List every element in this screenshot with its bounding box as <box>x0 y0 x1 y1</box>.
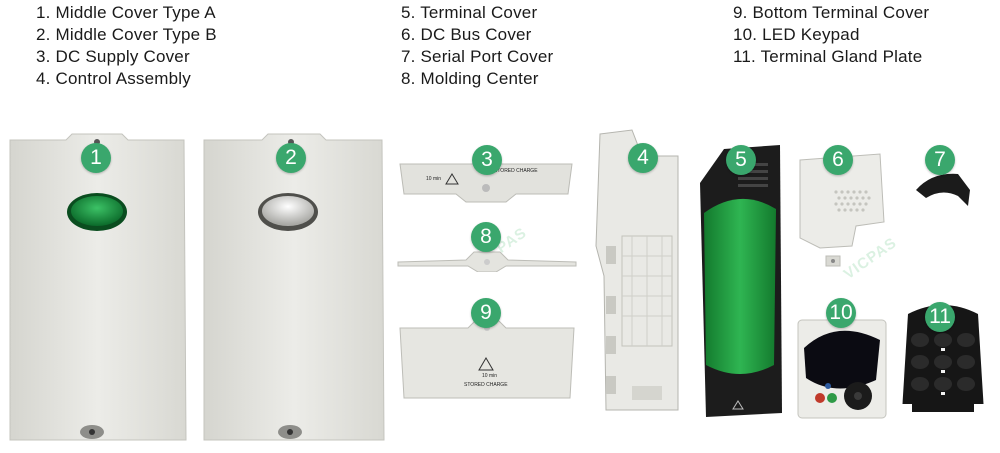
badge-9: 9 <box>471 298 501 328</box>
legend-item: 5. Terminal Cover <box>401 3 538 22</box>
dc-supply-cover: 10 min STORED CHARGE <box>396 152 576 204</box>
terminal-cover <box>694 143 784 421</box>
badge-10: 10 <box>826 298 856 328</box>
legend-column-2: 5. Terminal Cover 6. DC Bus Cover 7. Ser… <box>401 2 553 90</box>
warning-label: 10 min <box>482 373 498 379</box>
badge-1: 1 <box>81 143 111 173</box>
badge-7: 7 <box>925 145 955 175</box>
legend-item: 9. Bottom Terminal Cover <box>733 3 930 22</box>
badge-11: 11 <box>925 302 955 332</box>
middle-cover-type-a <box>6 130 188 448</box>
legend-item: 4. Control Assembly <box>36 69 191 88</box>
legend-item: 1. Middle Cover Type A <box>36 3 216 22</box>
badge-6: 6 <box>823 145 853 175</box>
serial-port-cover <box>912 160 974 210</box>
warning-label: 10 min <box>426 176 442 182</box>
badge-2: 2 <box>276 143 306 173</box>
legend-item: 7. Serial Port Cover <box>401 47 554 66</box>
legend-item: 11. Terminal Gland Plate <box>733 47 923 66</box>
legend-column-1: 1. Middle Cover Type A 2. Middle Cover T… <box>36 2 217 90</box>
legend-item: 6. DC Bus Cover <box>401 25 532 44</box>
badge-8: 8 <box>471 222 501 252</box>
badge-4: 4 <box>628 143 658 173</box>
middle-cover-type-b <box>200 130 386 448</box>
legend-item: 3. DC Supply Cover <box>36 47 190 66</box>
warning-label: STORED CHARGE <box>494 168 538 174</box>
bottom-terminal-cover: 10 min STORED CHARGE <box>398 300 576 400</box>
legend-column-3: 9. Bottom Terminal Cover 10. LED Keypad … <box>733 2 929 68</box>
terminal-gland-plate <box>898 300 988 420</box>
control-assembly <box>592 126 684 416</box>
legend-item: 2. Middle Cover Type B <box>36 25 217 44</box>
molding-center <box>396 236 578 272</box>
dc-bus-cover <box>796 152 886 272</box>
legend-item: 10. LED Keypad <box>733 25 860 44</box>
led-keypad <box>796 318 888 420</box>
badge-3: 3 <box>472 145 502 175</box>
badge-5: 5 <box>726 145 756 175</box>
legend-item: 8. Molding Center <box>401 69 539 88</box>
warning-label: STORED CHARGE <box>464 382 508 388</box>
